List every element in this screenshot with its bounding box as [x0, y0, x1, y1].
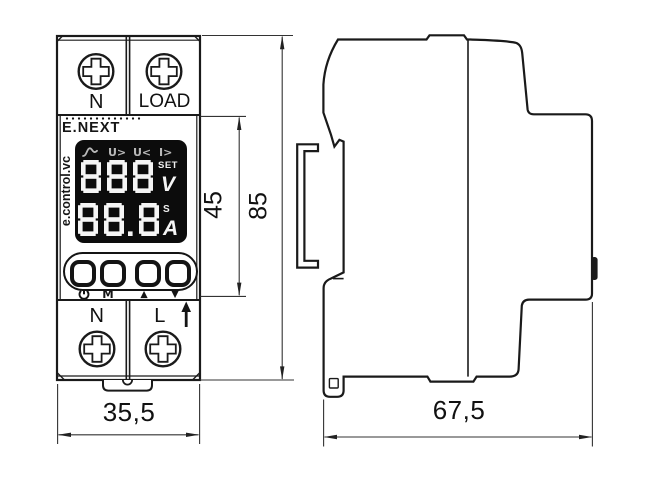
lcd-display: U> U< I> SET V S A [75, 140, 187, 243]
terminal-label-top-n: N [89, 91, 104, 113]
ampere-unit-label: A [163, 217, 179, 240]
down-button[interactable] [165, 259, 191, 287]
set-indicator: SET [158, 160, 178, 171]
screw-terminal-bottom-left [78, 330, 116, 368]
status-icon-overvoltage: U> [108, 146, 127, 159]
line-direction-arrow-icon [181, 301, 191, 327]
up-arrow-icon: ▲ [140, 289, 148, 300]
down-arrow-icon: ▼ [171, 289, 179, 300]
mode-button-label: M [102, 287, 114, 301]
dimension-display-height: 45 [199, 191, 228, 219]
screw-terminal-top-left [77, 53, 115, 90]
status-icon-undervoltage: U< [133, 146, 152, 159]
status-icon-overcurrent: I> [159, 146, 173, 159]
terminal-label-bottom-n: N [89, 305, 105, 327]
seconds-indicator: S [163, 204, 170, 215]
dimension-overall-height: 85 [244, 192, 273, 220]
wave-icon [82, 147, 98, 157]
dimension-side-depth: 67,5 [432, 395, 486, 425]
screw-terminal-bottom-right [144, 330, 182, 368]
dimension-arrowheads [57, 35, 593, 440]
voltage-readout [81, 160, 153, 198]
side-front-latch [591, 257, 598, 280]
side-view-outline [322, 34, 594, 398]
current-readout [78, 203, 159, 241]
mode-button[interactable] [100, 259, 126, 287]
up-button[interactable] [135, 259, 161, 287]
model-name-vertical: e.control.vc [58, 155, 73, 227]
brand-logo-dots [64, 117, 143, 120]
screw-terminal-top-right [145, 53, 183, 90]
volt-unit-label: V [161, 173, 176, 196]
din-rail-profile [296, 143, 320, 269]
terminal-label-l: L [154, 305, 166, 327]
dimension-front-width: 35,5 [102, 397, 156, 427]
dimension-lines [57, 34, 593, 447]
terminal-label-load: LOAD [138, 91, 191, 112]
brand-logo: E.NEXT [62, 120, 121, 136]
power-button[interactable] [70, 259, 96, 287]
